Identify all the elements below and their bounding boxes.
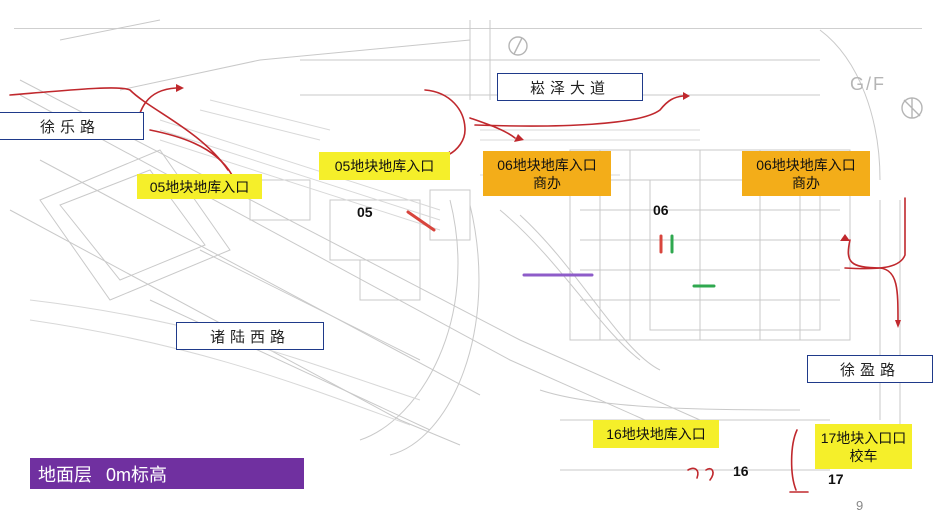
route-06right-a [847, 239, 899, 323]
page-number: 9 [856, 498, 864, 513]
route-arrowheads [176, 84, 901, 328]
entrance-tag-label: 06地块地库入口 [497, 156, 597, 173]
entrance-tag-06-right: 06地块地库入口 商办 [742, 151, 870, 196]
floor-legend: 地面层 0m标高 [30, 458, 304, 489]
entry-markers [406, 210, 716, 288]
entrance-tag-17: 17地块入口口 校车 [815, 424, 912, 469]
entrance-tag-05-left: 05地块地库入口 [137, 174, 262, 199]
route-xule-1 [9, 87, 229, 171]
marker-red-05 [406, 210, 436, 232]
entrance-tag-sub: 商办 [792, 174, 820, 191]
entrance-tag-label: 17地块入口口 [820, 429, 907, 446]
entrance-tag-label: 16地块地库入口 [606, 426, 706, 442]
entrance-tag-label: 05地块地库入口 [149, 178, 250, 195]
compass-symbol [508, 36, 923, 119]
entrance-tag-sub: 商办 [533, 174, 561, 191]
base-drawing [9, 19, 901, 471]
route-songze [474, 95, 684, 127]
road-label-xule: 徐乐路 [0, 112, 144, 140]
route-xule-3 [149, 129, 233, 176]
route-16 [687, 467, 714, 481]
road-label-songze: 崧泽大道 [497, 73, 643, 101]
route-06right-b [844, 197, 906, 270]
access-routes [9, 87, 906, 493]
entrance-tag-06-mid: 06地块地库入口 商办 [483, 151, 611, 196]
route-17 [789, 429, 809, 493]
floor-name: 地面层 [38, 464, 92, 485]
floor-elevation: 0m标高 [106, 464, 168, 485]
plot-label-17: 17 [828, 471, 844, 487]
entrance-tag-label: 05地块地库入口 [334, 158, 435, 174]
entrance-tag-sub: 校车 [849, 447, 878, 464]
plot-label-16: 16 [733, 463, 749, 479]
road-label-xuying: 徐盈路 [807, 355, 933, 383]
road-label-zhulu-xi: 诸陆西路 [176, 322, 324, 350]
plot-label-06: 06 [653, 202, 669, 218]
top-divider [14, 28, 922, 29]
entrance-tag-label: 06地块地库入口 [756, 156, 856, 173]
entrance-tag-05-mid: 05地块地库入口 [319, 152, 450, 180]
route-05mid [424, 89, 466, 156]
entrance-tag-16: 16地块地库入口 [593, 420, 719, 448]
route-06mid [469, 117, 516, 139]
compass-label: G/F [850, 74, 886, 94]
plot-label-05: 05 [357, 204, 373, 220]
